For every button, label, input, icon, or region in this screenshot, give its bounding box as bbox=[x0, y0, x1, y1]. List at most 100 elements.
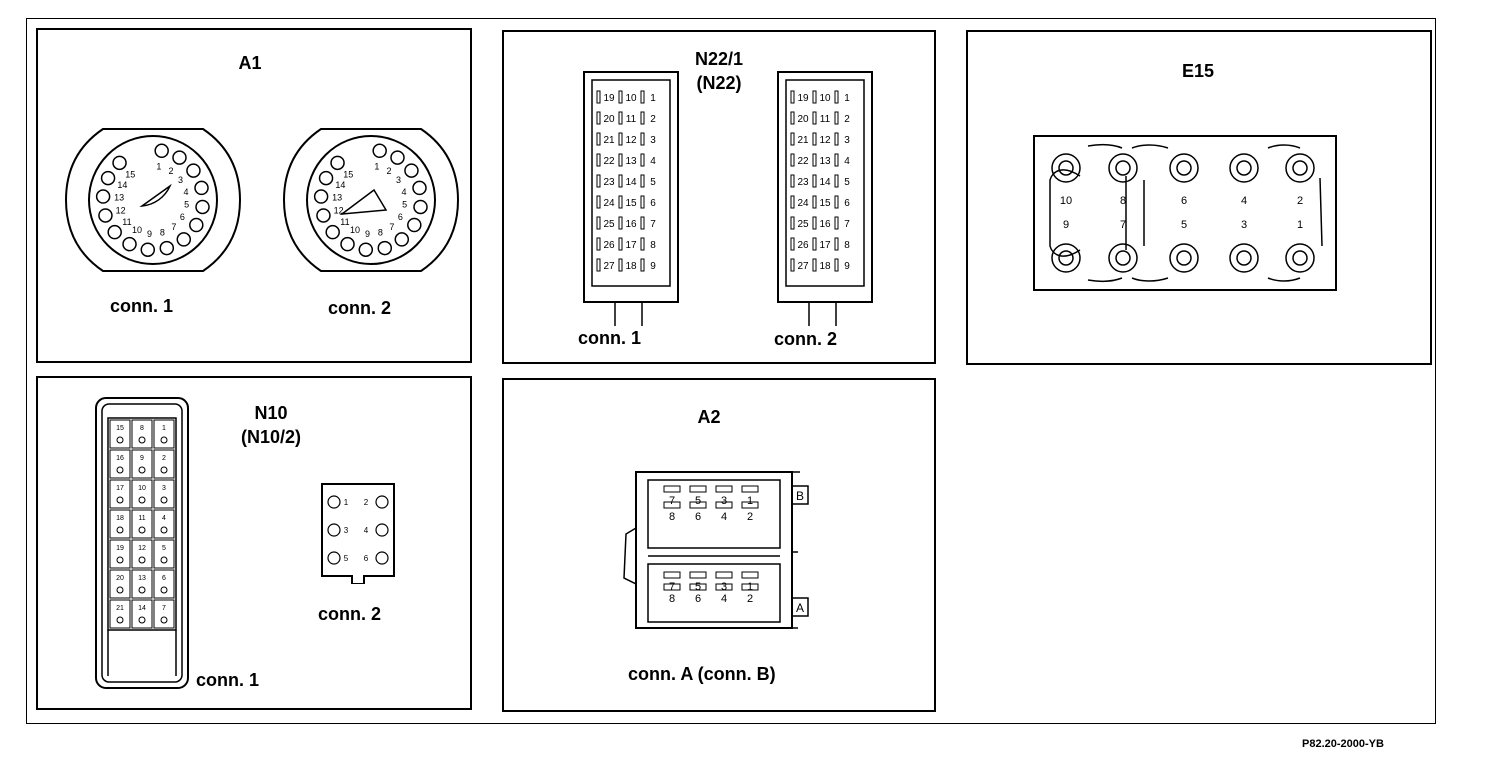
pin-number: 8 bbox=[669, 593, 675, 605]
pin-circle bbox=[138, 586, 146, 594]
pin-circle bbox=[138, 436, 146, 444]
pin-circle bbox=[358, 242, 374, 257]
pin-number: 3 bbox=[721, 581, 727, 593]
pin-number: 9 bbox=[1063, 219, 1069, 231]
pin-circle bbox=[413, 199, 428, 215]
pin-number: 7 bbox=[171, 222, 176, 232]
pin-hole bbox=[1058, 250, 1074, 266]
pin-slot bbox=[618, 132, 623, 146]
pin-number: 4 bbox=[844, 156, 850, 167]
pin-cell bbox=[153, 449, 175, 479]
pin-circle bbox=[116, 436, 124, 444]
pin-ring bbox=[1108, 243, 1138, 273]
pin-slot bbox=[618, 216, 623, 230]
pin-slot bbox=[812, 174, 817, 188]
pin-circle bbox=[372, 143, 387, 159]
pin-slot bbox=[596, 132, 601, 146]
pin-number: 17 bbox=[819, 240, 831, 251]
pin-circle bbox=[327, 551, 341, 565]
pin-number: 5 bbox=[695, 495, 701, 507]
pin-slot bbox=[618, 153, 623, 167]
pin-hole bbox=[1058, 160, 1074, 176]
pin-number: 15 bbox=[125, 170, 135, 180]
pin-cell bbox=[109, 449, 131, 479]
pin-number: 3 bbox=[650, 135, 656, 146]
pin-number: 1 bbox=[650, 93, 656, 104]
figure-reference: P82.20-2000-YB bbox=[1302, 738, 1384, 750]
pin-cell bbox=[153, 509, 175, 539]
a1-conn1-label: conn. 1 bbox=[110, 296, 174, 316]
pin-slot bbox=[812, 258, 817, 272]
pin-number: 19 bbox=[116, 545, 124, 552]
panel-n10-subtitle: (N10/2) bbox=[240, 427, 302, 447]
pin-number: 18 bbox=[116, 515, 124, 522]
pin-number: 6 bbox=[844, 198, 850, 209]
pin-number: 18 bbox=[819, 261, 831, 272]
pin-slot bbox=[834, 153, 839, 167]
pin-number: 8 bbox=[650, 240, 656, 251]
pin-number: 6 bbox=[695, 511, 701, 523]
pin-hole bbox=[1236, 250, 1252, 266]
pin-circle bbox=[318, 170, 334, 186]
pin-slot bbox=[741, 583, 759, 591]
pin-slot bbox=[640, 174, 645, 188]
pin-slot bbox=[834, 237, 839, 251]
pin-number: 19 bbox=[603, 93, 615, 104]
pin-slot bbox=[618, 111, 623, 125]
pin-number: 8 bbox=[669, 511, 675, 523]
pin-circle bbox=[98, 208, 113, 223]
panel-n10-title: N10 bbox=[254, 403, 288, 423]
pin-circle bbox=[140, 242, 156, 257]
pin-number: 1 bbox=[374, 162, 379, 172]
pin-number: 11 bbox=[340, 217, 349, 227]
pin-number: 26 bbox=[797, 240, 809, 251]
a2-conn-label: conn. A (conn. B) bbox=[628, 664, 776, 684]
pin-circle bbox=[116, 496, 124, 504]
pin-slot bbox=[640, 132, 645, 146]
pin-number: 7 bbox=[650, 219, 656, 230]
pin-number: 1 bbox=[344, 498, 349, 507]
pin-circle bbox=[138, 556, 146, 564]
pin-number: 2 bbox=[747, 593, 753, 605]
pin-circle bbox=[407, 217, 422, 233]
pin-number: 18 bbox=[625, 261, 637, 272]
pin-number: 9 bbox=[365, 229, 370, 239]
pin-slot bbox=[812, 111, 817, 125]
pin-circle bbox=[107, 224, 122, 240]
pin-number: 13 bbox=[819, 156, 831, 167]
pin-ring bbox=[1108, 153, 1138, 183]
pin-number: 21 bbox=[603, 135, 615, 146]
pin-number: 23 bbox=[603, 177, 615, 188]
pin-number: 16 bbox=[625, 219, 637, 230]
pin-slot bbox=[640, 111, 645, 125]
pin-number: 3 bbox=[844, 135, 850, 146]
pin-slot bbox=[618, 90, 623, 104]
pin-number: 23 bbox=[797, 177, 809, 188]
n22-conn2-label: conn. 2 bbox=[774, 329, 838, 349]
pin-number: 4 bbox=[650, 156, 656, 167]
pin-number: 21 bbox=[797, 135, 809, 146]
pin-hole bbox=[1115, 250, 1131, 266]
pin-number: 8 bbox=[1120, 195, 1126, 207]
pin-slot bbox=[741, 485, 759, 493]
pin-number: 3 bbox=[344, 526, 349, 535]
pin-number: 14 bbox=[117, 180, 127, 190]
pin-slot bbox=[790, 90, 795, 104]
pin-circle bbox=[160, 586, 168, 594]
pin-slot bbox=[790, 195, 795, 209]
pin-number: 1 bbox=[162, 425, 166, 432]
pin-slot bbox=[834, 90, 839, 104]
pin-slot bbox=[790, 258, 795, 272]
pin-slot bbox=[790, 153, 795, 167]
pin-ring bbox=[1169, 243, 1199, 273]
